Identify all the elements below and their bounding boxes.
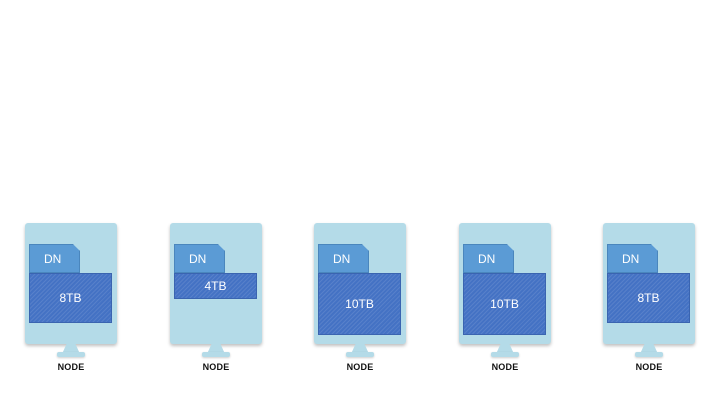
node-label: NODE [491, 362, 519, 372]
node-stand [351, 344, 369, 354]
node-base [491, 352, 519, 357]
node-body: DN 8TB [25, 223, 117, 344]
node-base [57, 352, 85, 357]
node-5: DN 8TB NODE [603, 223, 695, 373]
node-label: NODE [57, 362, 85, 372]
node-stand [62, 344, 80, 354]
node-body: DN 8TB [603, 223, 695, 344]
node-body: DN 10TB [314, 223, 406, 344]
node-stand [640, 344, 658, 354]
node-label: NODE [346, 362, 374, 372]
node-4: DN 10TB NODE [459, 223, 551, 373]
storage-block: 8TB [29, 273, 112, 323]
node-1: DN 8TB NODE [25, 223, 117, 373]
storage-block: 8TB [607, 273, 690, 323]
dn-folder-tab: DN [318, 244, 369, 273]
storage-block: 10TB [463, 273, 546, 335]
node-label: NODE [635, 362, 663, 372]
dn-folder-tab: DN [174, 244, 225, 273]
storage-block: 4TB [174, 273, 257, 299]
node-stand [496, 344, 514, 354]
node-label: NODE [202, 362, 230, 372]
node-base [202, 352, 230, 357]
node-3: DN 10TB NODE [314, 223, 406, 373]
dn-folder-tab: DN [463, 244, 514, 273]
node-stand [207, 344, 225, 354]
node-base [346, 352, 374, 357]
dn-folder-tab: DN [29, 244, 80, 273]
dn-folder-tab: DN [607, 244, 658, 273]
node-body: DN 10TB [459, 223, 551, 344]
node-body: DN 4TB [170, 223, 262, 344]
node-2: DN 4TB NODE [170, 223, 262, 373]
node-base [635, 352, 663, 357]
storage-block: 10TB [318, 273, 401, 335]
